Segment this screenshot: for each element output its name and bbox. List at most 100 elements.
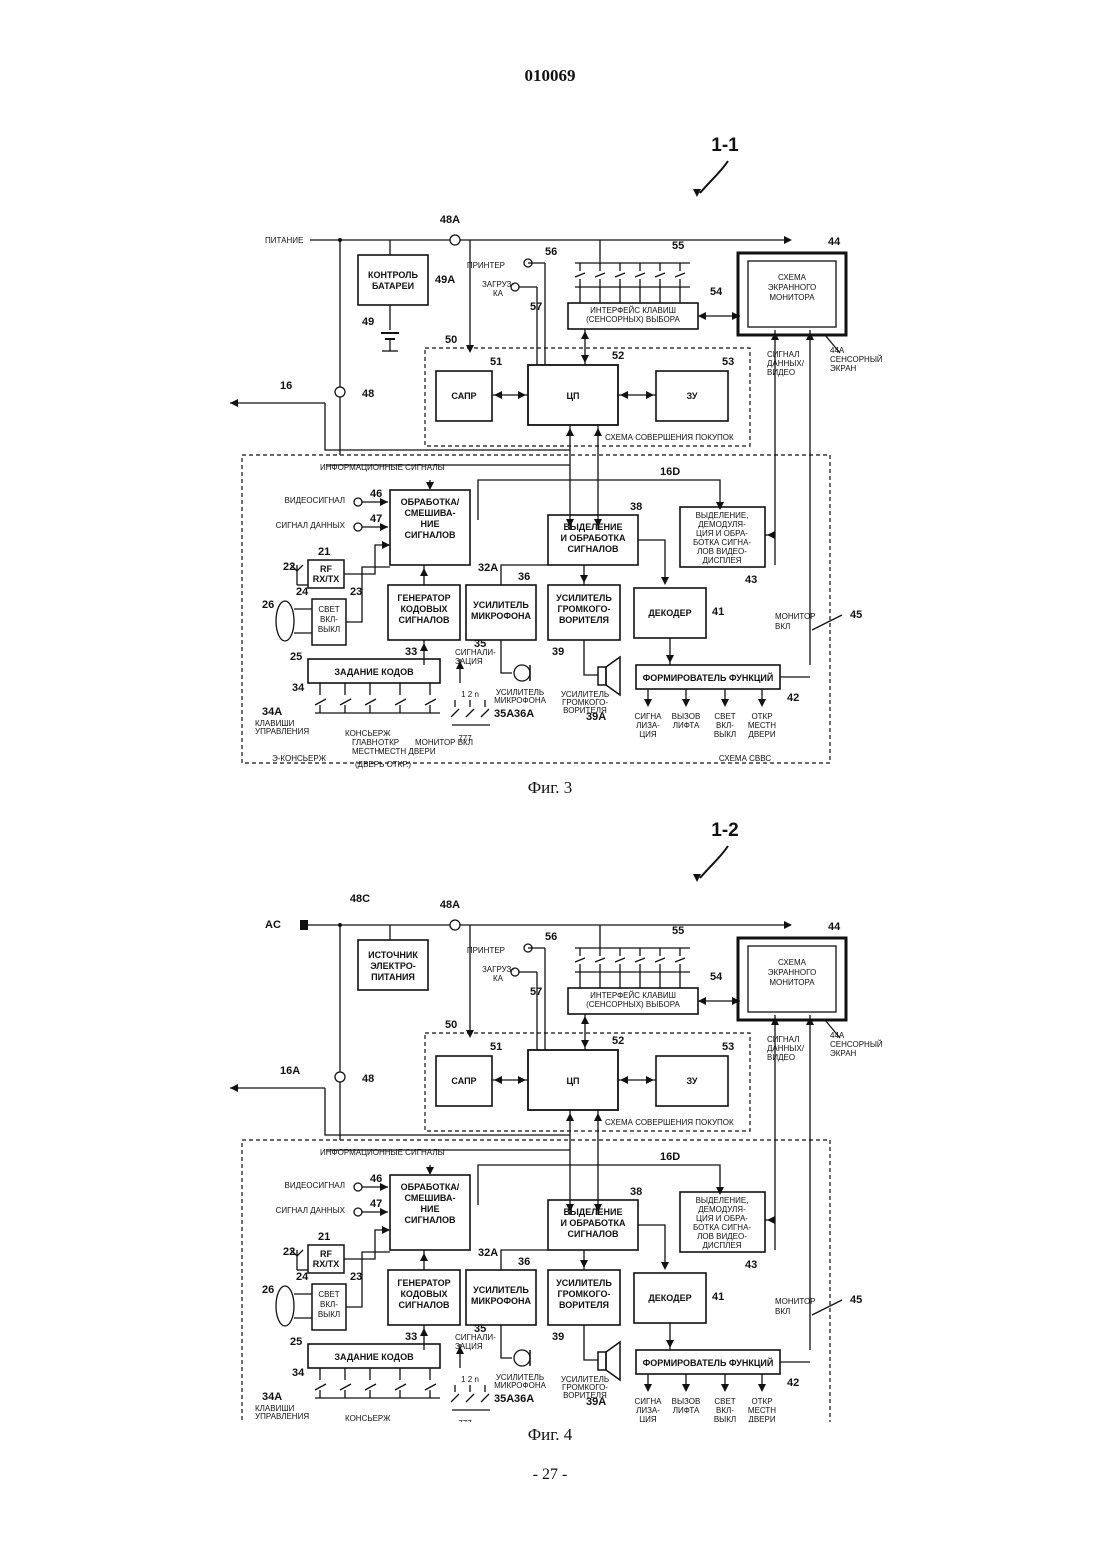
extraction-label: ВЫДЕЛЕНИЕ: [563, 1207, 622, 1217]
mixing-label: ОБРАБОТКА/: [401, 1182, 460, 1192]
spk-wire: [584, 640, 598, 675]
terminal: [335, 387, 345, 397]
arrowhead: [784, 921, 792, 929]
output-label: ЛИФТА: [673, 721, 700, 730]
arrowhead: [494, 391, 502, 399]
power-supply-label: КОНТРОЛЬ: [368, 270, 418, 280]
ref-50: 50: [445, 334, 457, 346]
ref-39: 39: [552, 1331, 564, 1343]
arrowhead: [581, 1016, 589, 1024]
power-label: AC: [265, 919, 281, 931]
key-switch: [635, 958, 645, 962]
e-concierge-label: Э-КОНСЬЕРЖ: [272, 754, 327, 763]
monitor-label: СХЕМА: [778, 273, 807, 282]
figure-reference: 1-2: [711, 820, 738, 841]
arrowhead: [646, 1076, 654, 1084]
terminal: [354, 1183, 362, 1191]
arrowhead: [661, 577, 669, 585]
data-signal-label: СИГНАЛ ДАННЫХ: [276, 521, 346, 530]
key-switch: [595, 958, 605, 962]
ref-55: 55: [672, 240, 684, 252]
ref-48: 48: [362, 1073, 374, 1085]
junction: [338, 238, 342, 242]
output-label: СВЕТ: [714, 712, 735, 721]
figure-4-diagram: 1-2AC48А48ИСТОЧНИКЭЛЕКТРО-ПИТАНИЯ48С16АП…: [0, 810, 1100, 1422]
arrowhead: [698, 312, 706, 320]
ref-36a: 36А: [514, 708, 534, 720]
data-video-label: ВИДЕО: [767, 368, 795, 377]
terminal: [450, 920, 460, 930]
code-key: [340, 699, 351, 705]
mic-wire: [501, 640, 512, 673]
mixing-label: СМЕШИВА-: [405, 1193, 456, 1203]
code-generator-label: КОДОВЫХ: [400, 1289, 447, 1299]
key-switch: [655, 273, 665, 277]
switch-numbers: 1 2 n: [461, 690, 479, 699]
output-label: СИГНА: [635, 712, 663, 721]
arrowhead: [666, 655, 674, 663]
mixing-label: СИГНАЛОВ: [405, 1215, 456, 1225]
monitor-on-label: МОНИТОР: [775, 1297, 816, 1306]
code-key: [365, 1384, 376, 1390]
microphone: [514, 1350, 530, 1366]
data-signal-label: СИГНАЛ ДАННЫХ: [276, 1206, 346, 1215]
output-label: ОТКР: [751, 712, 772, 721]
monitor-label: МОНИТОРА: [769, 293, 815, 302]
rf-label: RX/TX: [313, 1259, 340, 1269]
output-label: ЛИЗА-: [636, 721, 660, 730]
arrowhead: [767, 531, 775, 539]
cpu-label: ЦП: [566, 391, 579, 401]
ref-42: 42: [787, 692, 799, 704]
key-interface-label: ИНТЕРФЕЙС КЛАВИШ: [590, 306, 676, 315]
arrowhead: [721, 1384, 729, 1392]
arrowhead: [420, 1253, 428, 1261]
extraction-label: СИГНАЛОВ: [568, 1229, 619, 1239]
terminal: [354, 498, 362, 506]
ref-50: 50: [445, 1019, 457, 1031]
mic-amp-label: УСИЛИТЕЛЬ: [473, 600, 529, 610]
page-number: 010069: [0, 66, 1100, 86]
rf-label: RF: [320, 1249, 332, 1259]
monitor-on-label: МОНИТОР: [775, 612, 816, 621]
output-label: ЛИЗА-: [636, 1406, 660, 1415]
ref-53: 53: [722, 356, 734, 368]
purchase-circuit-label: СХЕМА СОВЕРШЕНИЯ ПОКУПОК: [605, 433, 734, 442]
arrowhead: [380, 1208, 388, 1216]
arrowhead: [758, 699, 766, 707]
video-extraction-label: ДИСПЛЕЯ: [702, 556, 741, 565]
ref-36: 36: [518, 1256, 530, 1268]
video-extraction-label: ЛОВ ВИДЕО-: [697, 1232, 747, 1241]
ref-21: 21: [318, 546, 330, 558]
ref-35a: 35А: [494, 1393, 514, 1405]
mic-amp-label: МИКРОФОНА: [471, 1296, 532, 1306]
ref-leader: [812, 615, 842, 630]
key-switch: [595, 273, 605, 277]
monitor-label: МОНИТОРА: [769, 978, 815, 987]
junction: [338, 923, 342, 927]
ref-46: 46: [370, 1173, 382, 1185]
video-extraction-label: ЛОВ ВИДЕО-: [697, 547, 747, 556]
ref-45: 45: [850, 609, 862, 621]
ref-16d: 16D: [660, 1151, 680, 1163]
main-local-label: МЕСТН: [352, 747, 380, 756]
output-label: ЦИЯ: [639, 1415, 657, 1422]
external-link: [325, 1088, 570, 1135]
switch: [466, 1394, 474, 1402]
rf-label: RX/TX: [313, 574, 340, 584]
page-footer: - 27 -: [0, 1466, 1100, 1484]
cpu-label: ЦП: [566, 1076, 579, 1086]
arrowhead: [382, 541, 390, 549]
video-extraction-label: ДЕМОДУЛЯ-: [698, 1205, 746, 1214]
code-key: [315, 1384, 326, 1390]
ref-43: 43: [745, 1259, 757, 1271]
ref-55: 55: [672, 925, 684, 937]
ref-38: 38: [630, 501, 642, 513]
touch-screen-label: СЕНСОРНЫЙ: [830, 1040, 883, 1049]
arrowhead: [420, 1328, 428, 1336]
rf-wire: [344, 1230, 390, 1259]
video-extraction-label: БОТКА СИГНА-: [693, 1223, 751, 1232]
output-label: МЕСТН: [748, 1406, 776, 1415]
arrowhead: [784, 236, 792, 244]
microphone: [514, 665, 530, 681]
power-supply-label: ИСТОЧНИК: [368, 950, 418, 960]
